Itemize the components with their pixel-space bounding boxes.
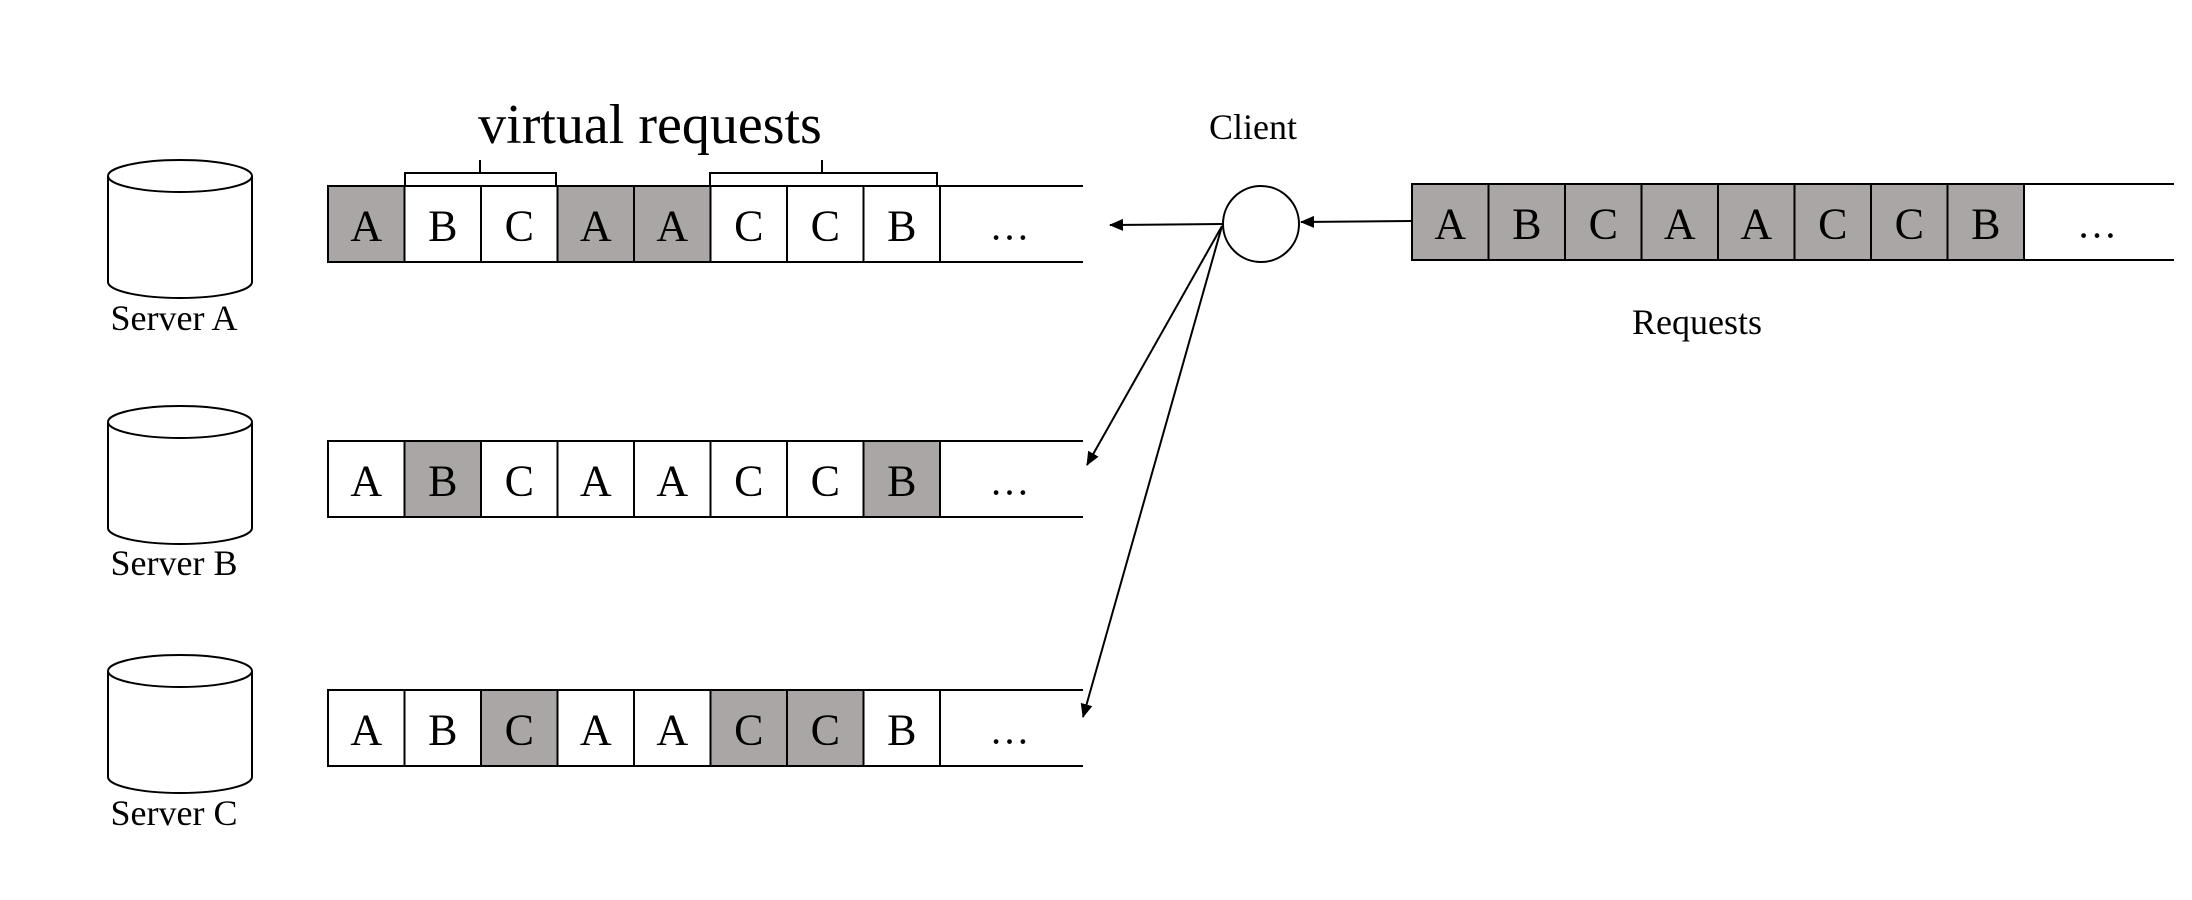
arrow-client-to-server-b [1086,225,1223,466]
server-a-label: Server A [111,298,238,338]
server-a-queue-cell-7 [786,185,865,263]
server-c-queue-cell-2 [403,689,482,767]
virtual-group-brace-1 [404,160,557,186]
server-b-queue-cell-3 [480,440,559,518]
server-b-label: Server B [111,543,238,583]
server-a-queue-cell-2 [403,185,482,263]
server-b-queue-cell-2 [403,440,482,518]
server-a-queue-cell-3-label: C [505,202,534,251]
server-a-queue-ellipsis: … [990,204,1034,249]
server-b-queue-cell-8-label: B [887,457,916,506]
server-a-queue-cell-3 [480,185,559,263]
requests-queue-cell-8-label: B [1971,200,2000,249]
requests-queue-cell-6-label: C [1818,200,1847,249]
requests-queue-cell-8 [1946,183,2025,261]
requests-queue-cell-1 [1411,183,1490,261]
requests-queue-cell-5-label: A [1740,200,1772,249]
requests-queue-cell-7-label: C [1895,200,1924,249]
server-c-queue-cell-7 [786,689,865,767]
server-c-queue-cell-1-label: A [350,706,382,755]
server-a-queue-cell-2-label: B [428,202,457,251]
arrow-client-to-server-c [1080,225,1223,718]
server-b-queue-cell-4 [556,440,635,518]
server-b-database-icon [107,405,253,545]
server-a-database-icon [107,159,253,299]
server-b-queue-cell-2-label: B [428,457,457,506]
server-a-queue-cell-8-label: B [887,202,916,251]
server-b-queue-cell-5-label: A [656,457,688,506]
server-c-queue-cell-4-label: A [580,706,612,755]
requests-queue-cell-2-label: B [1512,200,1541,249]
requests-queue-cell-3-label: C [1589,200,1618,249]
requests-queue-cell-3 [1564,183,1643,261]
server-c-queue-cell-5-label: A [656,706,688,755]
server-b-queue-cell-8 [862,440,941,518]
server-a-queue-cell-8 [862,185,941,263]
server-b-queue-cell-1-label: A [350,457,382,506]
server-c-queue-cell-3-label: C [505,706,534,755]
server-c-queue-cell-8-label: B [887,706,916,755]
server-c-queue-cell-2-label: B [428,706,457,755]
server-b-queue-cell-4-label: A [580,457,612,506]
requests-queue-cell-1-label: A [1434,200,1466,249]
server-a-queue-cell-7-label: C [811,202,840,251]
server-c-label: Server C [111,793,238,833]
server-a-queue-cell-6 [709,185,788,263]
client-label: Client [1209,107,1297,147]
server-a-queue-cell-4-label: A [580,202,612,251]
server-c-database-icon [107,654,253,794]
client-node [1222,185,1300,263]
requests-queue-cell-4 [1640,183,1719,261]
server-b-queue-cell-6 [709,440,788,518]
server-b-queue-cell-6-label: C [734,457,763,506]
diagram-title: virtual requests [478,94,822,156]
server-c-queue-cell-6-label: C [734,706,763,755]
server-b-queue-cell-1 [327,440,406,518]
requests-queue-cell-7 [1870,183,1949,261]
requests-queue-cell-6 [1793,183,1872,261]
server-c-queue-ellipsis: … [990,708,1034,753]
server-a-queue-cell-5-label: A [656,202,688,251]
requests-queue-cell-4-label: A [1664,200,1696,249]
server-c-queue-cell-8 [862,689,941,767]
server-a-queue-cell-6-label: C [734,202,763,251]
virtual-group-brace-2 [709,160,938,186]
server-c-queue-cell-7-label: C [811,706,840,755]
server-a-queue-cell-1-label: A [350,202,382,251]
server-a-queue-cell-4 [556,185,635,263]
requests-queue-cell-2 [1487,183,1566,261]
server-b-queue-cell-5 [633,440,712,518]
server-b-queue-cell-7-label: C [811,457,840,506]
requests-queue-ellipsis: … [2077,202,2121,247]
server-b-queue-cell-3-label: C [505,457,534,506]
arrow-client-to-server-a [1109,218,1223,231]
server-b-queue-ellipsis: … [990,459,1034,504]
arrow-requests-to-client [1300,215,1413,228]
server-c-queue-cell-1 [327,689,406,767]
requests-label: Requests [1632,302,1762,342]
requests-queue-cell-5 [1717,183,1796,261]
